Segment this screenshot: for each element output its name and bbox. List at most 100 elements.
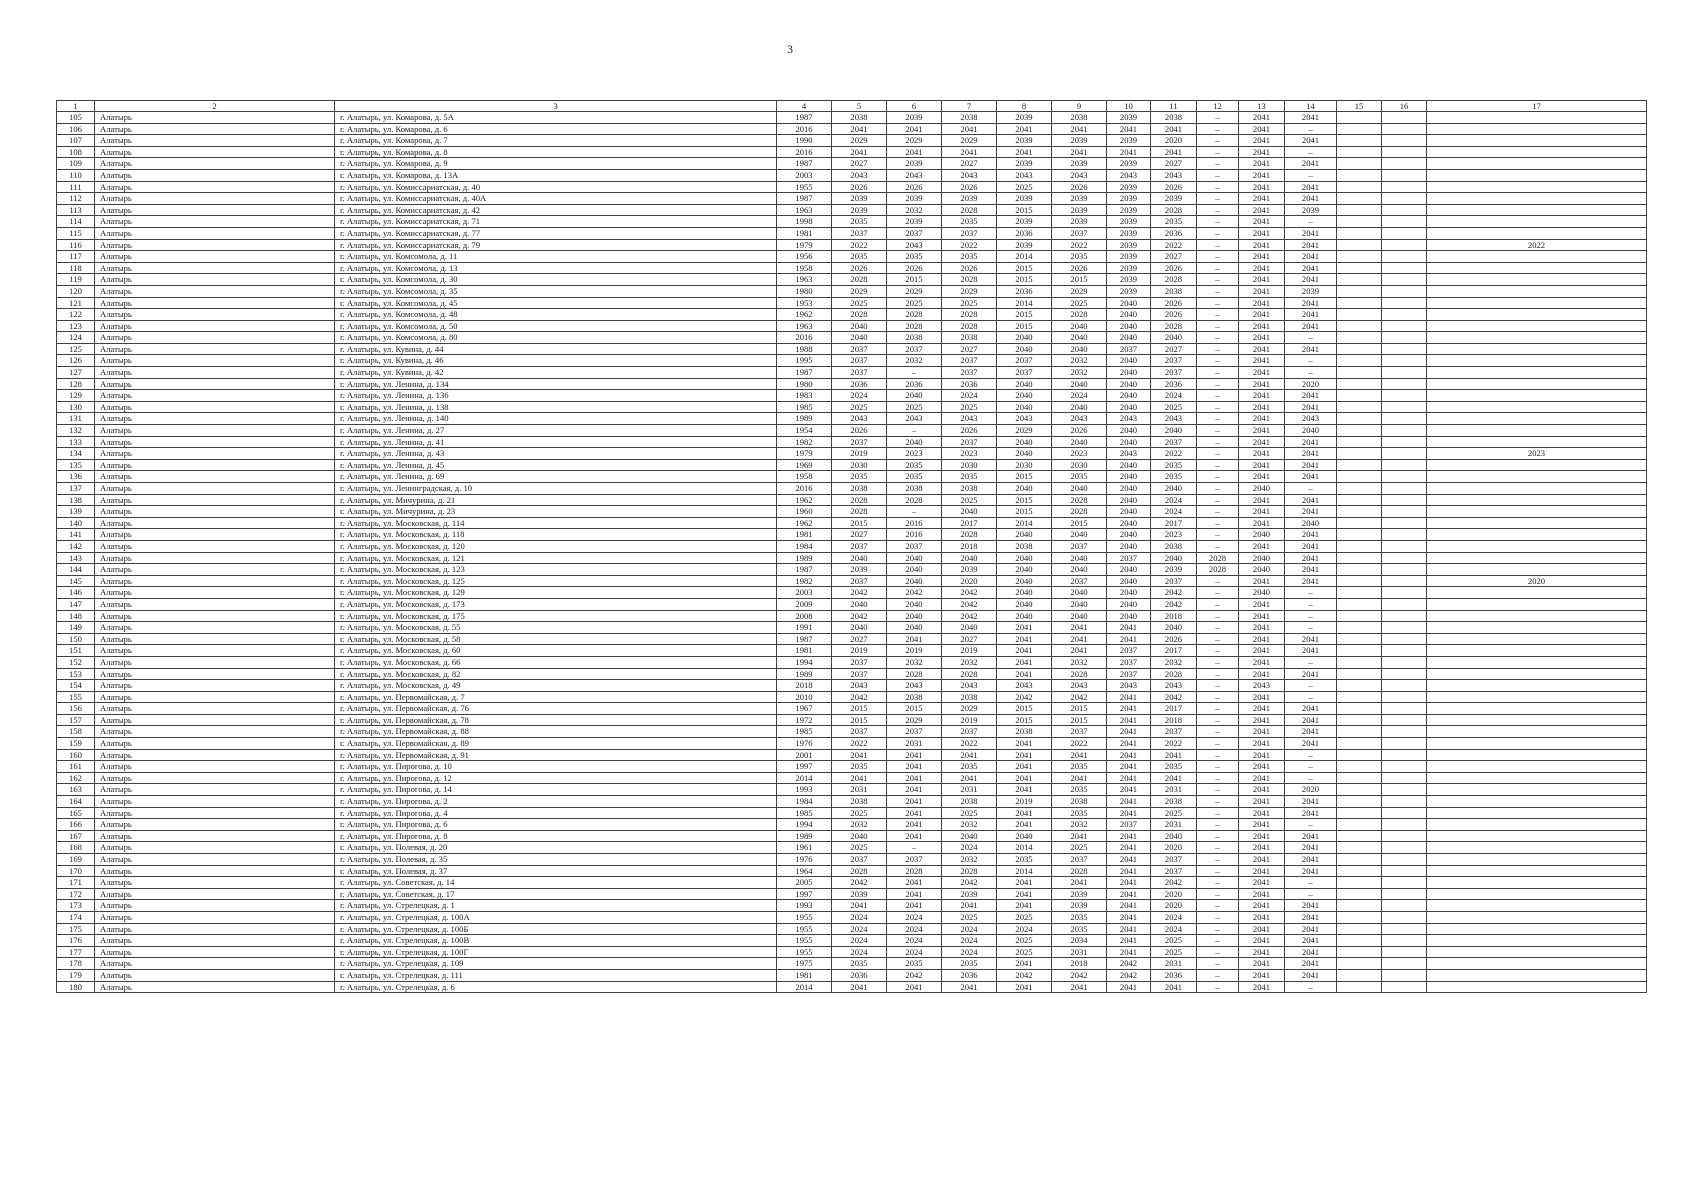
year-cell: –	[1196, 250, 1239, 263]
year-cell	[1336, 586, 1382, 599]
row-number: 178	[56, 957, 95, 970]
municipality: Алатырь	[94, 412, 335, 426]
year-cell: 2028	[941, 864, 997, 878]
municipality: Алатырь	[94, 458, 335, 472]
year-cell	[1336, 980, 1382, 994]
address: г. Алатырь, ул. Пирогова, д. 10	[334, 760, 777, 773]
year-cell: 2025	[996, 180, 1052, 194]
year-cell: 2041	[1284, 250, 1337, 263]
year-cell: –	[1196, 713, 1239, 727]
address: г. Алатырь, ул. Пирогова, д. 2	[334, 795, 777, 808]
year-cell: 2032	[941, 818, 997, 831]
year-cell: 2041	[996, 806, 1052, 820]
year-cell	[1381, 644, 1427, 657]
year-cell: 2040	[831, 829, 887, 843]
address: г. Алатырь, ул. Комиссариатская, д. 71	[334, 215, 777, 228]
year-cell: 2028	[941, 528, 997, 541]
year-cell: 2032	[831, 818, 887, 831]
municipality: Алатырь	[94, 273, 335, 286]
year-cell: 2041	[1284, 296, 1337, 310]
year-cell: 2039	[996, 238, 1052, 252]
year-cell: 2037	[1150, 366, 1197, 379]
year-cell: 1984	[776, 795, 832, 808]
address: г. Алатырь, ул. Первомайская, д. 7	[334, 690, 777, 704]
year-cell: 2036	[831, 377, 887, 391]
year-cell: 2041	[886, 145, 942, 159]
year-cell: 2041	[1238, 922, 1285, 936]
year-cell: –	[1284, 609, 1337, 623]
year-cell: 2040	[1106, 539, 1151, 553]
year-cell: 2041	[1284, 238, 1337, 252]
year-cell	[1381, 945, 1427, 959]
address: г. Алатырь, ул. Московская, д. 123	[334, 563, 777, 576]
year-cell: 2040	[1106, 458, 1151, 472]
year-cell: 2040	[886, 563, 942, 576]
year-cell: 2015	[996, 273, 1052, 286]
year-cell: 2001	[776, 748, 832, 762]
year-cell: 2037	[831, 574, 887, 588]
address: г. Алатырь, ул. Комсомола, д. 48	[334, 308, 777, 321]
year-cell: 2039	[831, 203, 887, 217]
year-cell: 2041	[1106, 980, 1151, 994]
address: г. Алатырь, ул. Комиссариатская, д. 79	[334, 238, 777, 252]
year-cell: 2040	[1106, 482, 1151, 495]
year-cell: 2037	[941, 725, 997, 739]
year-cell: 2035	[831, 760, 887, 773]
municipality: Алатырь	[94, 760, 335, 773]
year-cell: 2038	[1150, 539, 1197, 553]
year-cell: 2041	[1106, 864, 1151, 878]
year-cell: 2040	[1106, 296, 1151, 310]
year-cell: 2041	[1106, 713, 1151, 727]
year-cell: 2037	[831, 655, 887, 669]
year-cell	[1336, 447, 1382, 460]
row-number: 132	[56, 424, 95, 437]
year-cell: 2037	[831, 366, 887, 379]
year-cell	[1336, 342, 1382, 356]
year-cell: 2039	[1051, 192, 1107, 205]
address: г. Алатырь, ул. Мичурина, д. 21	[334, 493, 777, 507]
year-cell	[1426, 690, 1647, 704]
year-cell	[1381, 876, 1427, 889]
year-cell: 2027	[831, 632, 887, 646]
year-cell	[1426, 134, 1647, 147]
municipality: Алатырь	[94, 841, 335, 854]
year-cell: –	[1284, 331, 1337, 344]
year-cell	[1426, 841, 1647, 854]
year-cell: 2039	[1284, 203, 1337, 217]
year-cell: 1987	[776, 632, 832, 646]
year-cell: 2028	[831, 308, 887, 321]
year-cell	[1336, 273, 1382, 286]
row-number: 133	[56, 435, 95, 449]
year-cell: 2039	[1106, 134, 1151, 147]
year-cell: –	[1284, 876, 1337, 889]
year-cell: 1960	[776, 505, 832, 518]
year-cell: 2043	[1051, 168, 1107, 182]
year-cell: 2041	[1238, 597, 1285, 611]
year-cell: 2031	[831, 783, 887, 797]
year-cell: 1955	[776, 180, 832, 194]
year-cell: 2041	[1284, 505, 1337, 518]
year-cell: 2041	[1284, 574, 1337, 588]
year-cell	[1381, 424, 1427, 437]
year-cell: 2041	[1051, 621, 1107, 634]
year-cell: 2035	[831, 957, 887, 970]
year-cell	[1381, 226, 1427, 240]
year-cell: –	[1196, 412, 1239, 426]
year-cell: 2038	[1051, 111, 1107, 124]
year-cell: 1984	[776, 539, 832, 553]
year-cell: 2041	[1238, 795, 1285, 808]
year-cell	[1336, 296, 1382, 310]
year-cell: 2040	[1106, 470, 1151, 483]
year-cell: 2031	[1150, 783, 1197, 797]
year-cell: 2020	[1284, 783, 1337, 797]
year-cell: 1987	[776, 366, 832, 379]
row-number: 134	[56, 447, 95, 460]
municipality: Алатырь	[94, 505, 335, 518]
year-cell: 2024	[831, 945, 887, 959]
year-cell: 2041	[996, 644, 1052, 657]
year-cell: 2035	[1150, 470, 1197, 483]
row-number: 113	[56, 203, 95, 217]
